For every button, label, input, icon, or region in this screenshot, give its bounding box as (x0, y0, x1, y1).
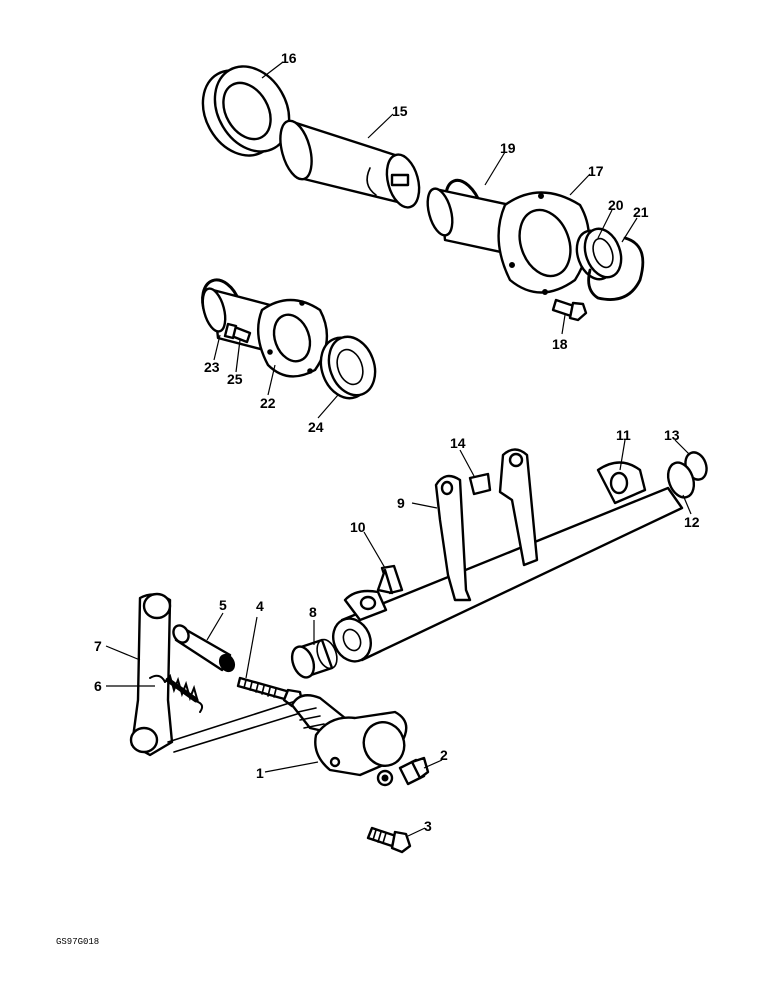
callout-24: 24 (308, 419, 324, 435)
part-18-bolt (551, 298, 588, 322)
callout-10: 10 (350, 519, 366, 535)
callout-19: 19 (500, 140, 516, 156)
part-11-cross-shaft (332, 461, 684, 663)
part-5-sleeve-pin (172, 624, 236, 673)
part-12-end-ring (666, 461, 696, 499)
part-6-spring (149, 673, 204, 713)
callout-1: 1 (256, 765, 264, 781)
part-2-fitting (398, 756, 430, 786)
part-7-lever-arm (129, 592, 311, 757)
callout-16: 16 (281, 50, 297, 66)
callout-6: 6 (94, 678, 102, 694)
figure-code: GS97G018 (56, 937, 99, 947)
part-22-flanged-housing (201, 287, 329, 378)
leader-lines (105, 61, 692, 837)
callout-23: 23 (204, 359, 220, 375)
callout-8: 8 (309, 604, 317, 620)
callout-4: 4 (256, 598, 264, 614)
part-24-seal (319, 335, 377, 400)
part-25-bolt (223, 322, 252, 344)
callout-14: 14 (450, 435, 466, 451)
callout-18: 18 (552, 336, 568, 352)
part-14-set-screw (468, 472, 492, 496)
callout-21: 21 (633, 204, 649, 220)
part-20-bearing (575, 227, 623, 281)
callout-11: 11 (616, 427, 631, 443)
callout-20: 20 (608, 197, 624, 213)
callout-3: 3 (424, 818, 432, 834)
callout-2: 2 (440, 747, 448, 763)
callout-12: 12 (684, 514, 700, 530)
part-17-flanged-housing (426, 187, 590, 295)
callout-labels: 16 15 19 17 20 21 18 23 25 22 24 14 11 1… (94, 50, 700, 834)
part-21-snap-ring (587, 236, 645, 301)
callout-9: 9 (397, 495, 405, 511)
callout-5: 5 (219, 597, 227, 613)
callout-15: 15 (392, 103, 408, 119)
part-8-collar (290, 638, 338, 679)
callout-7: 7 (94, 638, 102, 654)
callout-25: 25 (227, 371, 243, 387)
part-1-cylinder (290, 694, 408, 787)
callout-17: 17 (588, 163, 604, 179)
part-15-sleeve (279, 119, 421, 209)
callout-13: 13 (664, 427, 680, 443)
part-9-shift-forks (434, 448, 539, 602)
part-16-ring-seal (201, 65, 291, 157)
part-3-bolt (366, 826, 412, 854)
callout-22: 22 (260, 395, 276, 411)
part-10-pin (376, 564, 404, 595)
